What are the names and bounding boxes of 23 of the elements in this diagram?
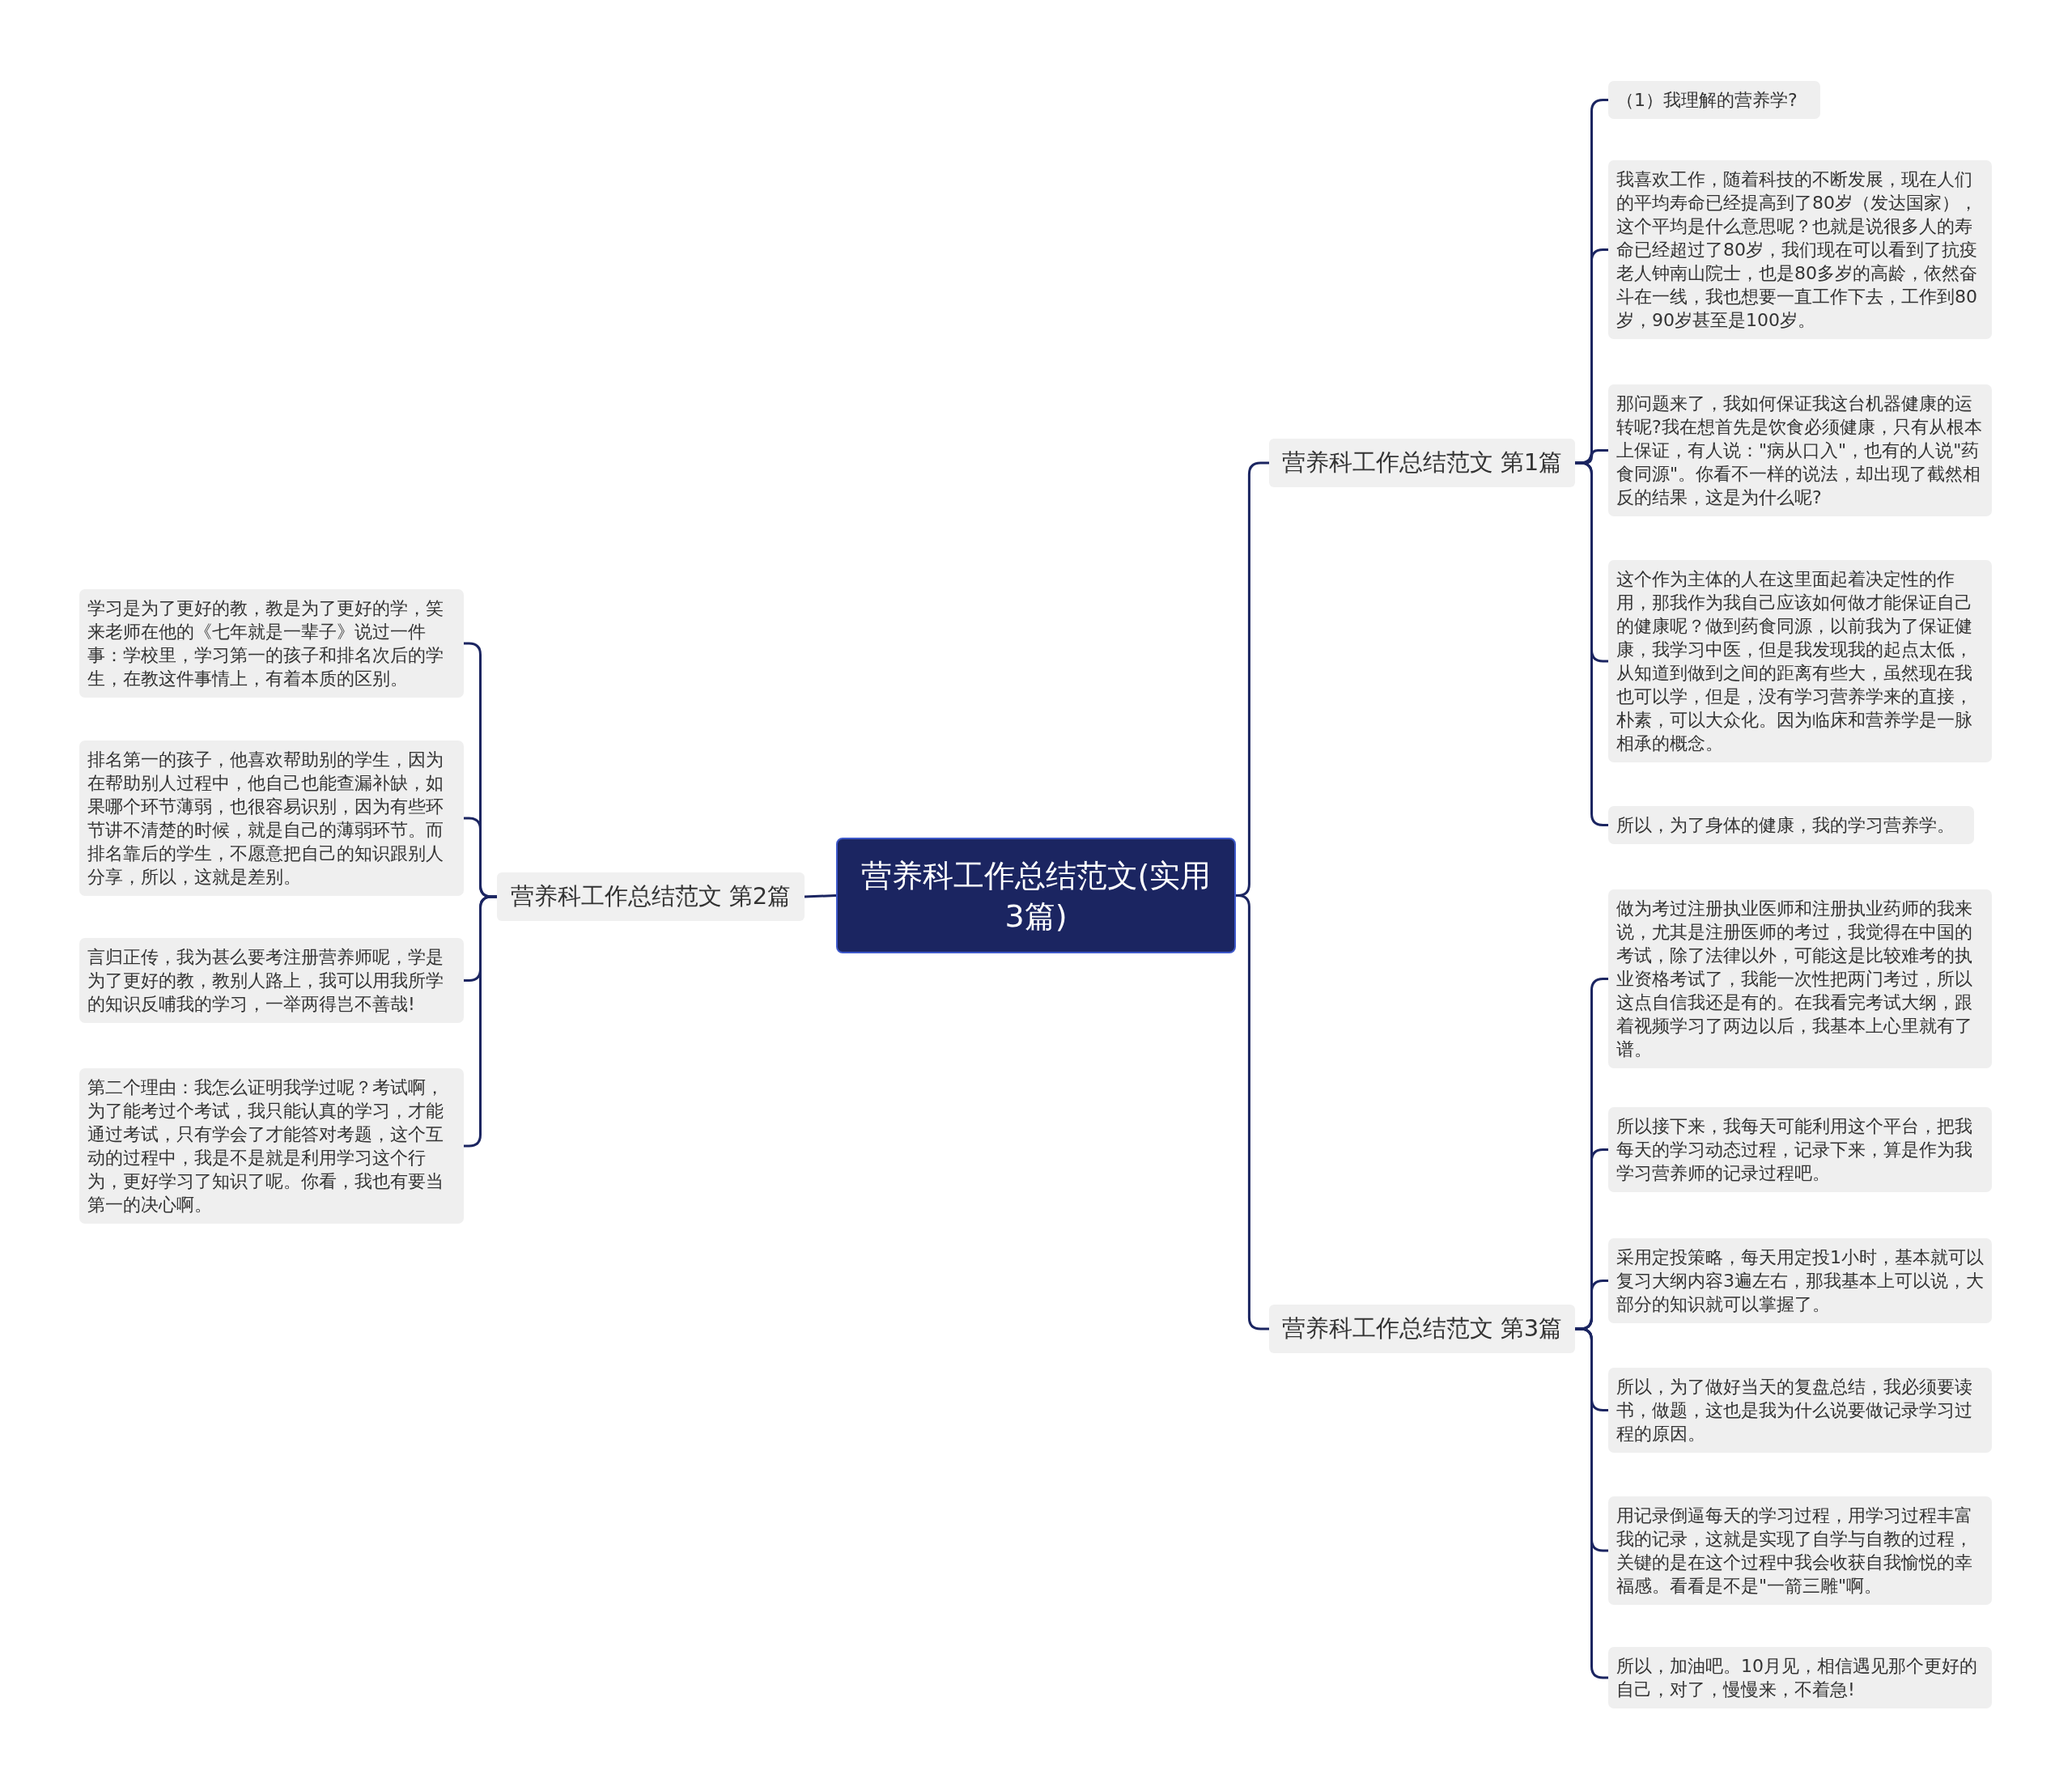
text-card: 所以，为了身体的健康，我的学习营养学。 xyxy=(1608,806,1974,844)
text-card: 这个作为主体的人在这里面起着决定性的作用，那我作为我自己应该如何做才能保证自己的健康呢？做到药食同源，以前我为了保证健康，我学习中医，但是我发现我的起点太低，从知道到做到之间的距离有些大，虽然现在我也可以学，但是，没有学习营养学来的直接，朴素，可以大众化。因为临床和营养学是一脉相承的概念。 xyxy=(1608,560,1992,762)
connector-line xyxy=(1575,461,1608,826)
connector-line xyxy=(1575,1327,1608,1679)
text-card: 所以，加油吧。10月见，相信遇见那个更好的自己，对了，慢慢来，不着急! xyxy=(1608,1647,1992,1708)
connector-line xyxy=(804,894,837,898)
text-card: 采用定投策略，每天用定投1小时，基本就可以复习大纲内容3遍左右，那我基本上可以说，大部分的知识就可以掌握了。 xyxy=(1608,1238,1992,1323)
text-card: 做为考过注册执业医师和注册执业药师的我来说，尤其是注册医师的考过，我觉得在中国的考试，除了法律以外，可能这是比较难考的执业资格考试了，我能一次性把两门考过，所以这点自信我还是有的。在我看完考试大纲，跟着视频学习了两边以后，我基本上心里就有了谱。 xyxy=(1608,889,1992,1068)
branch-topic-box: 营养科工作总结范文 第1篇 xyxy=(1269,439,1575,487)
branch-topic-box: 营养科工作总结范文 第2篇 xyxy=(497,872,805,921)
text-card: 言归正传，我为甚么要考注册营养师呢，学是为了更好的教，教别人路上，我可以用我所学的知识反哺我的学习，一举两得岂不善哉! xyxy=(79,938,464,1023)
text-card: 第二个理由：我怎么证明我学过呢？考试啊，为了能考过个考试，我只能认真的学习，才能通过考试，只有学会了才能答对考题，这个互动的过程中，我是不是就是利用学习这个行为，更好学习了知识了呢。你看，我也有要当第一的决心啊。 xyxy=(79,1068,464,1224)
text-card: 用记录倒逼每天的学习过程，用学习过程丰富我的记录，这就是实现了自学与自教的过程，关键的是在这个过程中我会收获自我愉悦的幸福感。看看是不是"一箭三雕"啊。 xyxy=(1608,1496,1992,1605)
text-card: 我喜欢工作，随着科技的不断发展，现在人们的平均寿命已经提高到了80岁（发达国家），这个平均是什么意思呢？也就是说很多人的寿命已经超过了80岁，我们现在可以看到了抗疫老人钟南山院士，也是80多岁的高龄，依然奋斗在一线，我也想要一直工作下去，工作到80岁，90岁甚至是100岁。 xyxy=(1608,160,1992,339)
central-topic-box: 营养科工作总结范文(实用3篇) xyxy=(836,838,1236,953)
branch-topic-box: 营养科工作总结范文 第3篇 xyxy=(1269,1305,1575,1353)
text-card: （1）我理解的营养学? xyxy=(1608,81,1820,119)
text-card: 排名第一的孩子，他喜欢帮助别的学生，因为在帮助别人过程中，他自己也能查漏补缺，如果哪个环节薄弱，也很容易识别，因为有些环节讲不清楚的时候，就是自己的薄弱环节。而排名靠后的学生，不愿意把自己的知识跟别人分享，所以，这就是差别。 xyxy=(79,741,464,896)
text-card: 学习是为了更好的教，教是为了更好的学，笑来老师在他的《七年就是一辈子》说过一件事：学校里，学习第一的孩子和排名次后的学生，在教这件事情上，有着本质的区别。 xyxy=(79,589,464,698)
connector-line xyxy=(464,895,497,1148)
text-card: 所以，为了做好当天的复盘总结，我必须要读书，做题，这也是我为什么说要做记录学习过程的原因。 xyxy=(1608,1368,1992,1453)
text-card: 所以接下来，我每天可能利用这个平台，把我每天的学习动态过程，记录下来，算是作为我学习营养师的记录过程吧。 xyxy=(1608,1107,1992,1192)
text-card: 那问题来了，我如何保证我这台机器健康的运转呢?我在想首先是饮食必须健康，只有从根本上保证，有人说："病从口入"，也有的人说"药食同源"。你看不一样的说法，却出现了截然相反的结果，这是为什么呢? xyxy=(1608,384,1992,516)
